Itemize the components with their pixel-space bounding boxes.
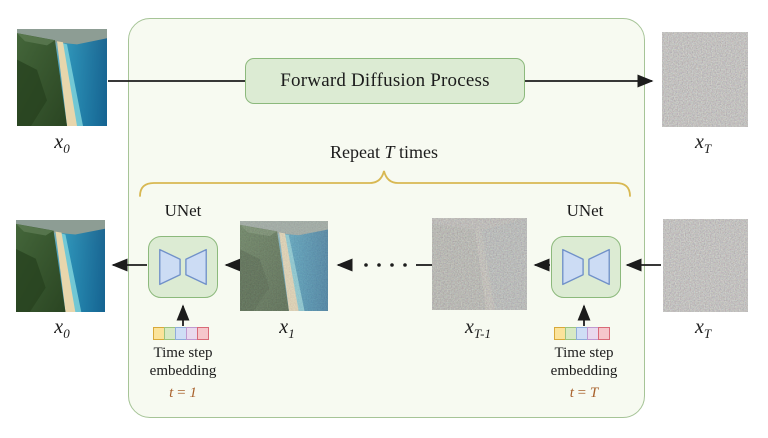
embedding-square (197, 327, 209, 340)
unet-label-left: UNet (164, 201, 202, 220)
caption-line2: embedding (550, 363, 618, 379)
label-xT-top: xT (694, 131, 712, 156)
unet-label-right: UNet (566, 201, 604, 220)
unet-trapezoids-icon (159, 248, 207, 286)
image-xT-bottom (663, 219, 748, 312)
time-embedding-caption-right: Time step embedding t = T (551, 344, 618, 402)
unet-block-right (551, 236, 621, 298)
image-x1 (240, 221, 328, 311)
time-embedding-squares-right (554, 327, 610, 340)
embedding-square (598, 327, 610, 340)
label-x1: x1 (279, 316, 295, 341)
repeat-label: Repeat T times (330, 142, 438, 162)
image-xT-top (662, 32, 748, 127)
image-x0-top (17, 29, 107, 126)
time-embedding-squares-left (153, 327, 209, 340)
t-value-left: t = 1 (169, 385, 197, 401)
time-embedding-caption-left: Time step embedding t = 1 (150, 344, 217, 402)
caption-line1: Time step (554, 345, 614, 361)
caption-line1: Time step (153, 345, 213, 361)
forward-diffusion-label: Forward Diffusion Process (280, 70, 490, 91)
t-value-right: t = T (569, 385, 599, 401)
label-x0-top: x0 (54, 131, 70, 156)
forward-diffusion-box: Forward Diffusion Process (245, 58, 525, 104)
label-xTm1: xT-1 (465, 316, 491, 341)
caption-line2: embedding (149, 363, 217, 379)
image-xTm1 (432, 218, 527, 310)
unet-trapezoids-icon (562, 248, 610, 286)
image-x0-bottom (16, 220, 105, 312)
label-x0-bottom: x0 (54, 316, 70, 341)
unet-block-left (148, 236, 218, 298)
label-xT-bottom: xT (694, 316, 712, 341)
